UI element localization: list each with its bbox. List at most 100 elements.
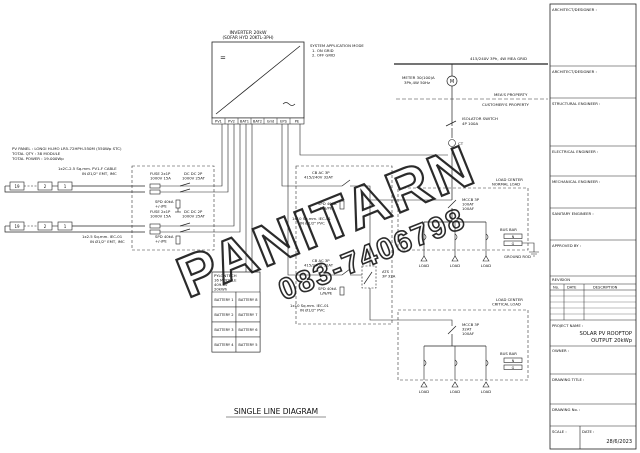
load-arrow-icon [420, 255, 490, 262]
neutral-bar-label: N [512, 235, 515, 239]
transfer-switch-icon [363, 271, 373, 285]
lc-critical-title-1: LOAD CENTER [496, 297, 523, 302]
ground-bar-label: G [512, 242, 515, 246]
surge-protector-icon [175, 235, 181, 245]
isolator-switch-icon [445, 120, 457, 127]
customer-property-label: CUSTOMER'S PROPERTY [482, 102, 529, 107]
ac-symbol-icon [282, 102, 296, 106]
switch-icon [179, 222, 191, 227]
spd-ac-label: SPD 40kA [318, 201, 337, 206]
surge-protector-icon [175, 199, 181, 209]
fuse-rating: 1000V 15A [150, 214, 171, 219]
ac-breaker-label: CB AC 3P [312, 170, 330, 175]
battery-module-label: BATTERY 6 [238, 328, 258, 332]
fuse-rating: 1000V 15A [150, 176, 171, 181]
dc-disconnect-rating: 1000V 25AT [182, 214, 206, 219]
ac-breaker-rating: 415/240V 32AT [304, 175, 334, 180]
ats-label: ATS [382, 269, 390, 274]
load-label: LOAD [450, 263, 460, 268]
battery-module-label: BATTERY 3 [214, 328, 233, 332]
battery-module-cell [235, 336, 261, 353]
pv-cable-top-1: 1x2C-2.5 Sq.mm. PV1-F CABLE [58, 166, 117, 171]
spd-ac-rating: L/N/PE [320, 291, 333, 296]
meter-label: METER 30(100)A [402, 75, 435, 80]
pv-cable-bottom-2: IN Ø1/2" EMT, IMC [90, 239, 125, 244]
fuse-label: FUSE 2x1P [150, 171, 171, 176]
battery-module-count: 16 MODULE [214, 278, 237, 283]
load-center-normal: LOAD CENTER NORMAL LOAD MCCB 3P 100AT 10… [397, 177, 539, 268]
kwh-meter-symbol: M [450, 79, 454, 85]
current-transformer-icon [448, 139, 456, 147]
lc-normal-title-2: NORMAL LOAD [492, 182, 520, 187]
branch-breaker-icon [423, 359, 489, 367]
dc-disconnect-label: DC DC 2P [184, 171, 203, 176]
ats-rating: 3P 32A [382, 274, 396, 279]
title-block: ARCHITECT/DESIGNER : ARCHITECT/DESIGNER … [549, 3, 637, 450]
grid-supply-label: 415/240V 3Ph, 4W MEA GRID [470, 56, 527, 61]
main-breaker-icon [447, 199, 457, 209]
ac-cable-conduit: IN Ø1/2" PVC [300, 221, 325, 226]
sanitary-engineer-label: SANITARY ENGINEER : [552, 211, 594, 216]
load-label: LOAD [481, 263, 491, 268]
load-label: LOAD [419, 263, 429, 268]
breaker-icon [341, 268, 351, 276]
breaker-icon [341, 179, 351, 187]
ac-breaker-rating: 415/240V 32AT [304, 263, 334, 268]
battery-module-label: BATTERY 2 [214, 313, 233, 317]
ground-icon [522, 242, 539, 257]
battery-module-label: BATTERY 5 [238, 343, 257, 347]
spd-ac-label: SPD 40kA [318, 286, 337, 291]
pv-panel-line-3: TOTAL POWER : 19.000Wp [11, 156, 64, 161]
isolator-rating: 4P 100A [462, 121, 478, 126]
lc-normal-title-1: LOAD CENTER [496, 177, 523, 182]
pv-string-top: 19 2 1 [4, 181, 145, 193]
dc-symbol-icon: = [220, 54, 226, 62]
fuse-icon [149, 189, 161, 195]
lc-normal-main-3: 100AF [462, 206, 474, 211]
dc-disconnect-rating: 1000V 25AT [182, 176, 206, 181]
scale-label: SCALE : [552, 429, 567, 434]
pv-string-code: 1 [64, 184, 67, 189]
dc-feeder-lines [160, 124, 241, 233]
inverter-model: (SOFAR HYD 20KTL-3PH) [222, 35, 273, 40]
bus-bar-label: BUS BAR [500, 351, 517, 356]
ac-protection-top: CB AC 3P 415/240V 32AT SPD 40kA L/N/PE 1… [292, 170, 351, 226]
structural-engineer-label: STRUCTURAL ENGINEER : [552, 101, 600, 106]
branch-breaker-icon [423, 233, 489, 241]
architect-label: ARCHITECT/DESIGNER : [552, 7, 597, 12]
ac-breaker-label: CB AC 3P [312, 258, 330, 263]
approved-by-label: APPROVED BY : [552, 243, 581, 248]
fuse-icon [149, 183, 161, 189]
project-name-line-1: SOLAR PV ROOFTOP [579, 331, 632, 337]
grid-feeder-line [299, 124, 448, 156]
pv-string-code: 1 [64, 224, 67, 229]
pv-panel-notes: PV PANEL : LONGI Hi-MO LR5-72HPH-550M (5… [11, 146, 122, 161]
lc-normal-main-2: 100AT [462, 202, 475, 207]
inverter: INVERTER 20kW (SOFAR HYD 20KTL-3PH) = PV… [211, 30, 305, 125]
system-mode-item-1: 1. ON GRID [312, 48, 334, 53]
dc-protection-bottom: FUSE 2x1P 1000V 15A DC DC 2P 1000V 25AT … [149, 209, 206, 245]
project-name-label: PROJECT NAME : [552, 323, 583, 328]
ground-bar-label: G [512, 366, 515, 370]
project-name-line-2: OUTPUT 20kWp [591, 338, 633, 344]
surge-protector-icon [339, 286, 345, 296]
inverter-terminal-label: EPS [280, 120, 287, 124]
battery-voltage: 409.6V [214, 282, 228, 287]
ac-cable-conduit: IN Ø1/2" PVC [300, 308, 325, 313]
inverter-terminal-label: BAT1 [240, 120, 249, 124]
inverter-title: INVERTER 20kW [229, 30, 267, 36]
grid-section: 415/240V 3Ph, 4W MEA GRID M METER 30(100… [299, 56, 548, 200]
pv-cable-bottom-1: 1x2.5 Sq.mm. IEC-01 [82, 234, 123, 239]
switch-icon [179, 228, 191, 233]
switch-icon [179, 182, 191, 187]
ct-label: CT [458, 141, 464, 146]
inverter-terminal-label: PV1 [215, 120, 222, 124]
system-mode-item-2: 2. OFF GRID [312, 53, 335, 58]
pv-string-code: 19 [14, 184, 20, 189]
pv-cable-top-2: IN Ø1/2" EMT, IMC [82, 171, 117, 176]
dc-disconnect-label: DC DC 2P [184, 209, 203, 214]
ac-protection-bottom: CB AC 3P 415/240V 32AT SPD 40kA L/N/PE 1… [290, 258, 351, 313]
main-breaker-icon [447, 325, 457, 335]
isolator-label: ISOLATOR SWITCH [462, 116, 498, 121]
